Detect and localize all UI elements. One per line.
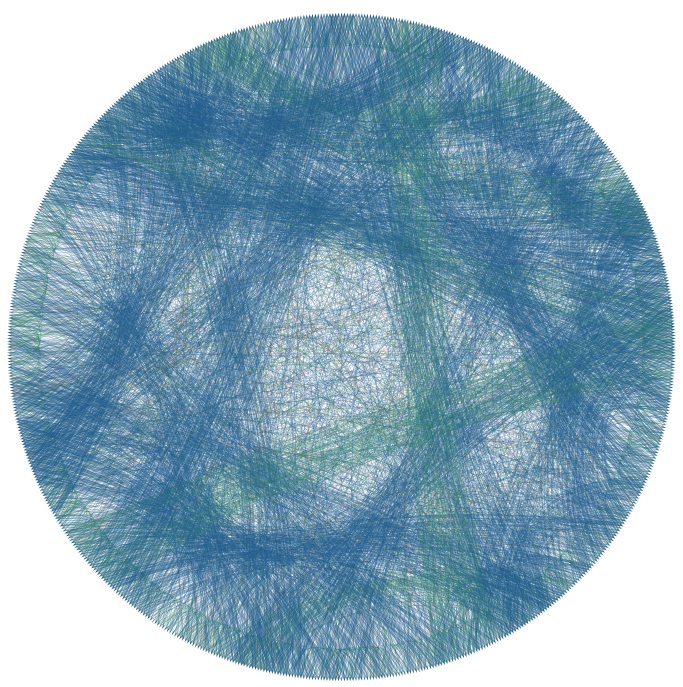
bundle-layer (8, 13, 675, 681)
edge-layer (8, 13, 675, 681)
edge-bundle-45 (550, 97, 672, 459)
edge-bundle-0 (224, 252, 674, 677)
edge-bundle-44 (110, 65, 675, 411)
edge-bundle-25 (12, 13, 339, 462)
edge-bundle-33 (38, 151, 245, 666)
edge-bundle-41 (86, 13, 354, 608)
edge-bundle-4 (292, 105, 613, 681)
edge-bundle-29 (441, 29, 645, 543)
edge-bundle-19 (28, 75, 156, 522)
node-ticks (7, 13, 676, 681)
edge-bundle-37 (16, 418, 290, 677)
edge-bundle-14 (26, 37, 220, 517)
edge-bundle-28 (42, 144, 667, 276)
edge-bundle-7 (479, 43, 663, 259)
edge-bundle-32 (72, 525, 569, 632)
edge-bundle-40 (376, 15, 499, 667)
edge-bundle-42 (306, 13, 554, 642)
edge-bundle-10 (54, 27, 248, 181)
edge-bundle-5 (538, 170, 654, 603)
edge-bundle-13 (167, 33, 657, 239)
edge-bundle-18 (136, 48, 307, 679)
edge-bundle-26 (105, 13, 394, 625)
edge-group-4 (8, 13, 675, 681)
edge-bundle-9 (590, 175, 675, 351)
edge-bundle-6 (509, 60, 667, 273)
edge-bundle-16 (8, 367, 563, 636)
edge-bundle-11 (465, 257, 674, 656)
edge-bundle-8 (179, 29, 584, 139)
edge-bundle-22 (376, 15, 613, 158)
edge-bundle-23 (565, 306, 675, 573)
node-tick-ring (7, 13, 676, 681)
edge-bundle-15 (15, 31, 511, 481)
edge-group-1 (8, 13, 675, 681)
edge-bundle-35 (65, 311, 675, 585)
edge-bundle-17 (60, 22, 483, 176)
edge-bundle-21 (80, 91, 675, 356)
edge-bundle-38 (77, 17, 296, 156)
edge-bundle-24 (433, 555, 592, 668)
edge-bundle-34 (11, 235, 448, 678)
edge-bundle-1 (44, 497, 496, 668)
edge-bundle-12 (497, 476, 649, 640)
edge-bundle-20 (16, 418, 400, 681)
edge-bundle-31 (97, 75, 595, 163)
edge-bundle-3 (99, 514, 624, 621)
edge-bundle-2 (203, 567, 578, 672)
edge-bundle-36 (8, 329, 336, 681)
rim-arcs (8, 13, 675, 681)
edge-bundle-43 (326, 13, 664, 496)
edge-bundle-30 (112, 25, 491, 132)
edge-bundle-27 (131, 51, 675, 330)
edge-bundle-39 (42, 146, 645, 227)
